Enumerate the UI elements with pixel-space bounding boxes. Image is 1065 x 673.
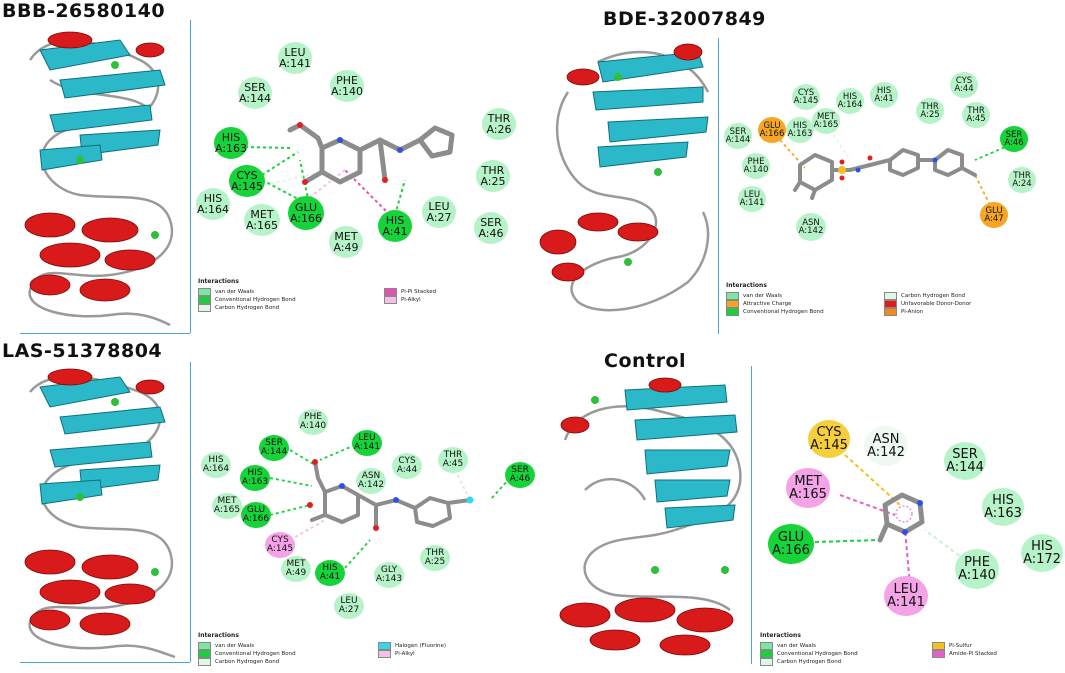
frame-divider <box>718 38 719 334</box>
legend-swatch <box>760 642 773 650</box>
frame-divider <box>190 362 191 662</box>
panel-title-las: LAS-51378804 <box>2 340 163 362</box>
legend-las: Interactions van der Waals Conventional … <box>198 632 447 666</box>
legend-bde: Interactions van der Waals Attractive Ch… <box>726 282 972 316</box>
legend-swatch <box>198 658 211 666</box>
legend-swatch <box>760 658 773 666</box>
legend-swatch <box>198 642 211 650</box>
legend-swatch <box>198 650 211 658</box>
legend-swatch <box>884 308 897 316</box>
protein-ribbon-image <box>559 377 742 656</box>
legend-swatch <box>198 304 211 312</box>
legend-swatch <box>726 300 739 308</box>
protein-ribbon-image <box>24 368 176 659</box>
legend-swatch <box>378 642 391 650</box>
frame-divider <box>190 20 191 333</box>
legend-control: Interactions van der Waals Conventional … <box>760 632 997 666</box>
legend-swatch <box>726 292 739 300</box>
legend-swatch <box>760 650 773 658</box>
frame-divider <box>20 333 190 334</box>
legend-swatch <box>198 288 211 296</box>
legend-swatch <box>384 296 397 304</box>
panel-title-control: Control <box>604 350 687 372</box>
legend-swatch <box>932 650 945 658</box>
legend-swatch <box>884 292 897 300</box>
panel-title-bde: BDE-32007849 <box>603 8 766 30</box>
frame-divider <box>20 662 190 663</box>
legend-swatch <box>384 288 397 296</box>
legend-swatch <box>884 300 897 308</box>
legend-swatch <box>198 296 211 304</box>
legend-swatch <box>378 650 391 658</box>
legend-swatch <box>932 642 945 650</box>
frame-divider <box>751 366 752 664</box>
panel-title-bbb: BBB-26580140 <box>2 0 166 22</box>
legend-swatch <box>726 308 739 316</box>
protein-ribbon-image <box>539 43 710 312</box>
legend-bbb: Interactions van der Waals Conventional … <box>198 278 437 312</box>
protein-ribbon-image <box>24 31 174 327</box>
